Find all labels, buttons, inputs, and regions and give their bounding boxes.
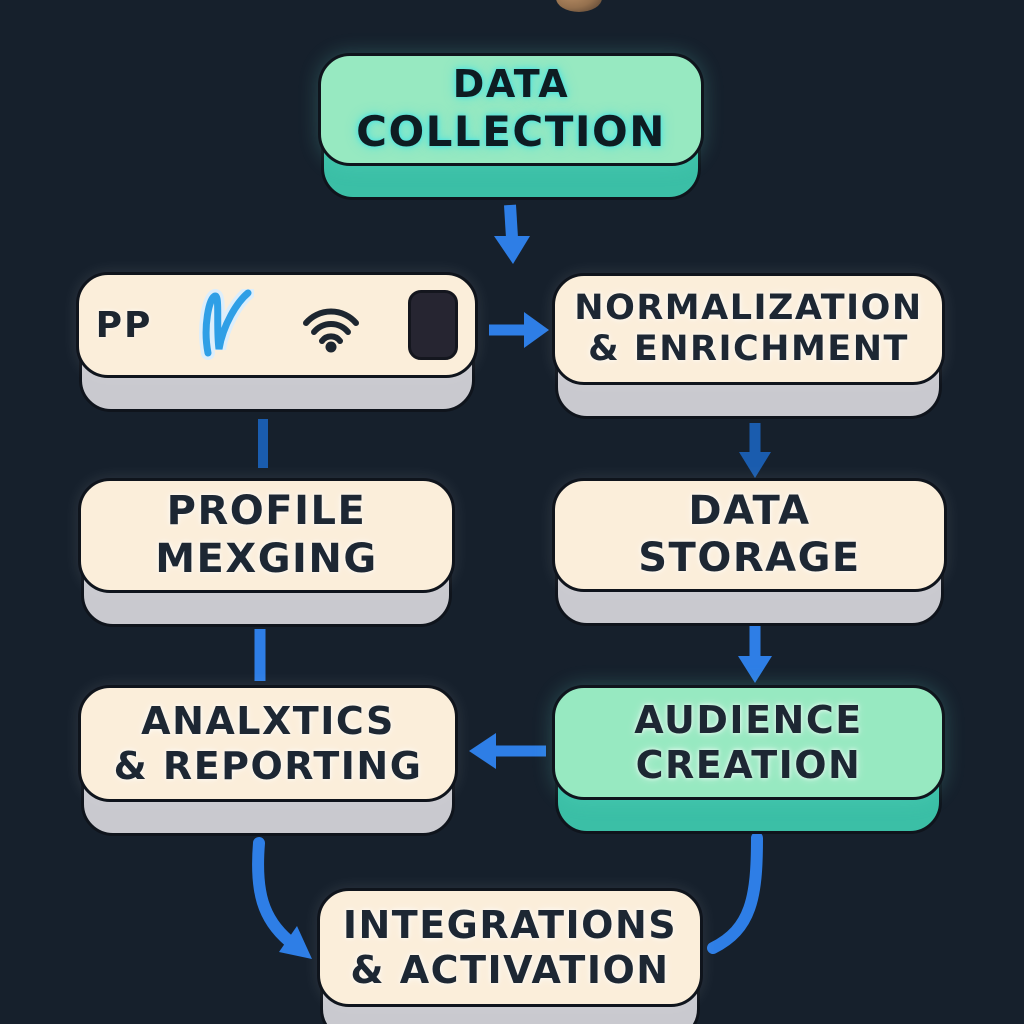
- node-face: INTEGRATIONS & ACTIVATION: [317, 888, 703, 1007]
- node-label-line1: AUDIENCE: [634, 697, 863, 742]
- node-label-line2: STORAGE: [638, 535, 861, 581]
- edge-analytics-to-integrations-arrowhead: [279, 926, 312, 959]
- node-face: PROFILE MEXGING: [78, 478, 455, 593]
- node-profile-merging: PROFILE MEXGING: [78, 478, 455, 627]
- edge-collection-down-arrowhead: [494, 236, 530, 264]
- node-label-line1: INTEGRATIONS: [342, 902, 678, 947]
- partial-circle-decoration: [556, 0, 602, 12]
- pp-logo: PP: [95, 304, 153, 346]
- edge-sources-to-normalization-arrowhead: [524, 312, 549, 348]
- node-normalization-enrichment: NORMALIZATION & ENRICHMENT: [552, 273, 945, 419]
- wifi-icon: [303, 308, 360, 353]
- edge-storage-to-audience-arrowhead: [738, 656, 772, 683]
- checkmark-icon: [199, 289, 255, 360]
- node-label-line1: PROFILE: [166, 488, 367, 535]
- node-data-storage: DATA STORAGE: [552, 478, 947, 626]
- node-face: ANALXTICS & REPORTING: [78, 685, 458, 802]
- edge-audience-to-integrations: [707, 832, 763, 954]
- node-label-line2: & REPORTING: [113, 743, 423, 788]
- node-data-sources: PP: [76, 272, 478, 412]
- node-label-line2: COLLECTION: [356, 107, 666, 157]
- phone-icon: [408, 290, 459, 360]
- source-icon-row: PP: [96, 289, 459, 361]
- node-label-line1: ANALXTICS: [141, 698, 395, 743]
- node-label-line1: DATA: [688, 487, 811, 534]
- edge-normalization-to-storage-arrowhead: [739, 452, 771, 478]
- node-label-line2: & ENRICHMENT: [588, 329, 909, 369]
- node-face: AUDIENCE CREATION: [552, 685, 945, 800]
- node-label-line2: CREATION: [635, 742, 862, 787]
- node-integrations-activation: INTEGRATIONS & ACTIVATION: [317, 888, 703, 1024]
- node-analytics-reporting: ANALXTICS & REPORTING: [78, 685, 458, 836]
- edge-audience-to-analytics-arrowhead: [469, 733, 496, 769]
- edge-collection-down: [504, 204, 518, 239]
- node-face: DATA COLLECTION: [318, 53, 704, 166]
- node-face: PP: [76, 272, 478, 378]
- node-audience-creation: AUDIENCE CREATION: [552, 685, 945, 834]
- node-face: DATA STORAGE: [552, 478, 947, 592]
- node-data-collection: DATA COLLECTION: [318, 53, 704, 200]
- node-label-line1: DATA: [452, 62, 570, 107]
- node-label-line1: NORMALIZATION: [574, 287, 923, 328]
- node-face: NORMALIZATION & ENRICHMENT: [552, 273, 945, 385]
- node-label-line2: MEXGING: [155, 535, 378, 582]
- node-label-line2: & ACTIVATION: [350, 947, 670, 992]
- edge-analytics-to-integrations: [252, 837, 295, 947]
